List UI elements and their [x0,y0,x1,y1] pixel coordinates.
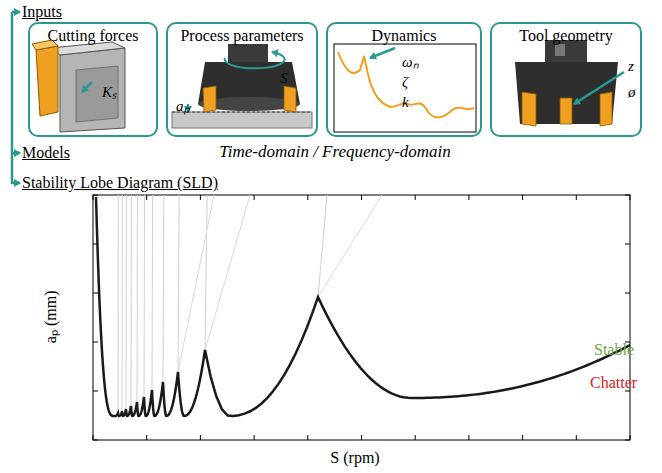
symbol-label: ζ [402,74,408,91]
symbol-label: ωₙ [402,54,419,71]
cutting-insert-figure [32,40,125,132]
input-box: Cutting forcesKₛ [28,22,158,137]
symbol-label: S [280,70,288,87]
input-box: Tool geometry zø [490,22,642,137]
axis-label: aₚ (mm) [41,291,59,344]
symbol-label: Kₛ [102,84,117,101]
box-heading: Cutting forces [30,27,156,45]
section-bracket [12,12,20,184]
input-box: Process parametersSaₚ [166,22,318,137]
symbol-label: k [402,94,409,111]
axis-label: S (rpm) [330,449,379,467]
input-box: Dynamics ωₙ ζk [326,22,482,137]
tool-geometry-figure [515,40,624,126]
symbol-label: ø [628,84,636,101]
section-heading: Models [22,144,70,162]
box-heading: Process parameters [168,27,316,45]
model-label: Time-domain / Frequency-domain [219,143,451,162]
frf-plot-figure [334,44,476,132]
section-heading: Inputs [22,3,62,21]
milling-tool-figure [172,44,312,128]
section-heading: Stability Lobe Diagram (SLD) [22,174,218,192]
region-label: Stable [594,341,634,359]
stability-lobe-chart [93,195,630,440]
region-label: Chatter [590,374,637,392]
stability-lobe-curve [96,197,630,416]
box-heading: Dynamics [328,27,480,45]
symbol-label: aₚ [176,98,190,115]
symbol-label: z [628,58,634,75]
box-heading: Tool geometry [492,27,640,45]
